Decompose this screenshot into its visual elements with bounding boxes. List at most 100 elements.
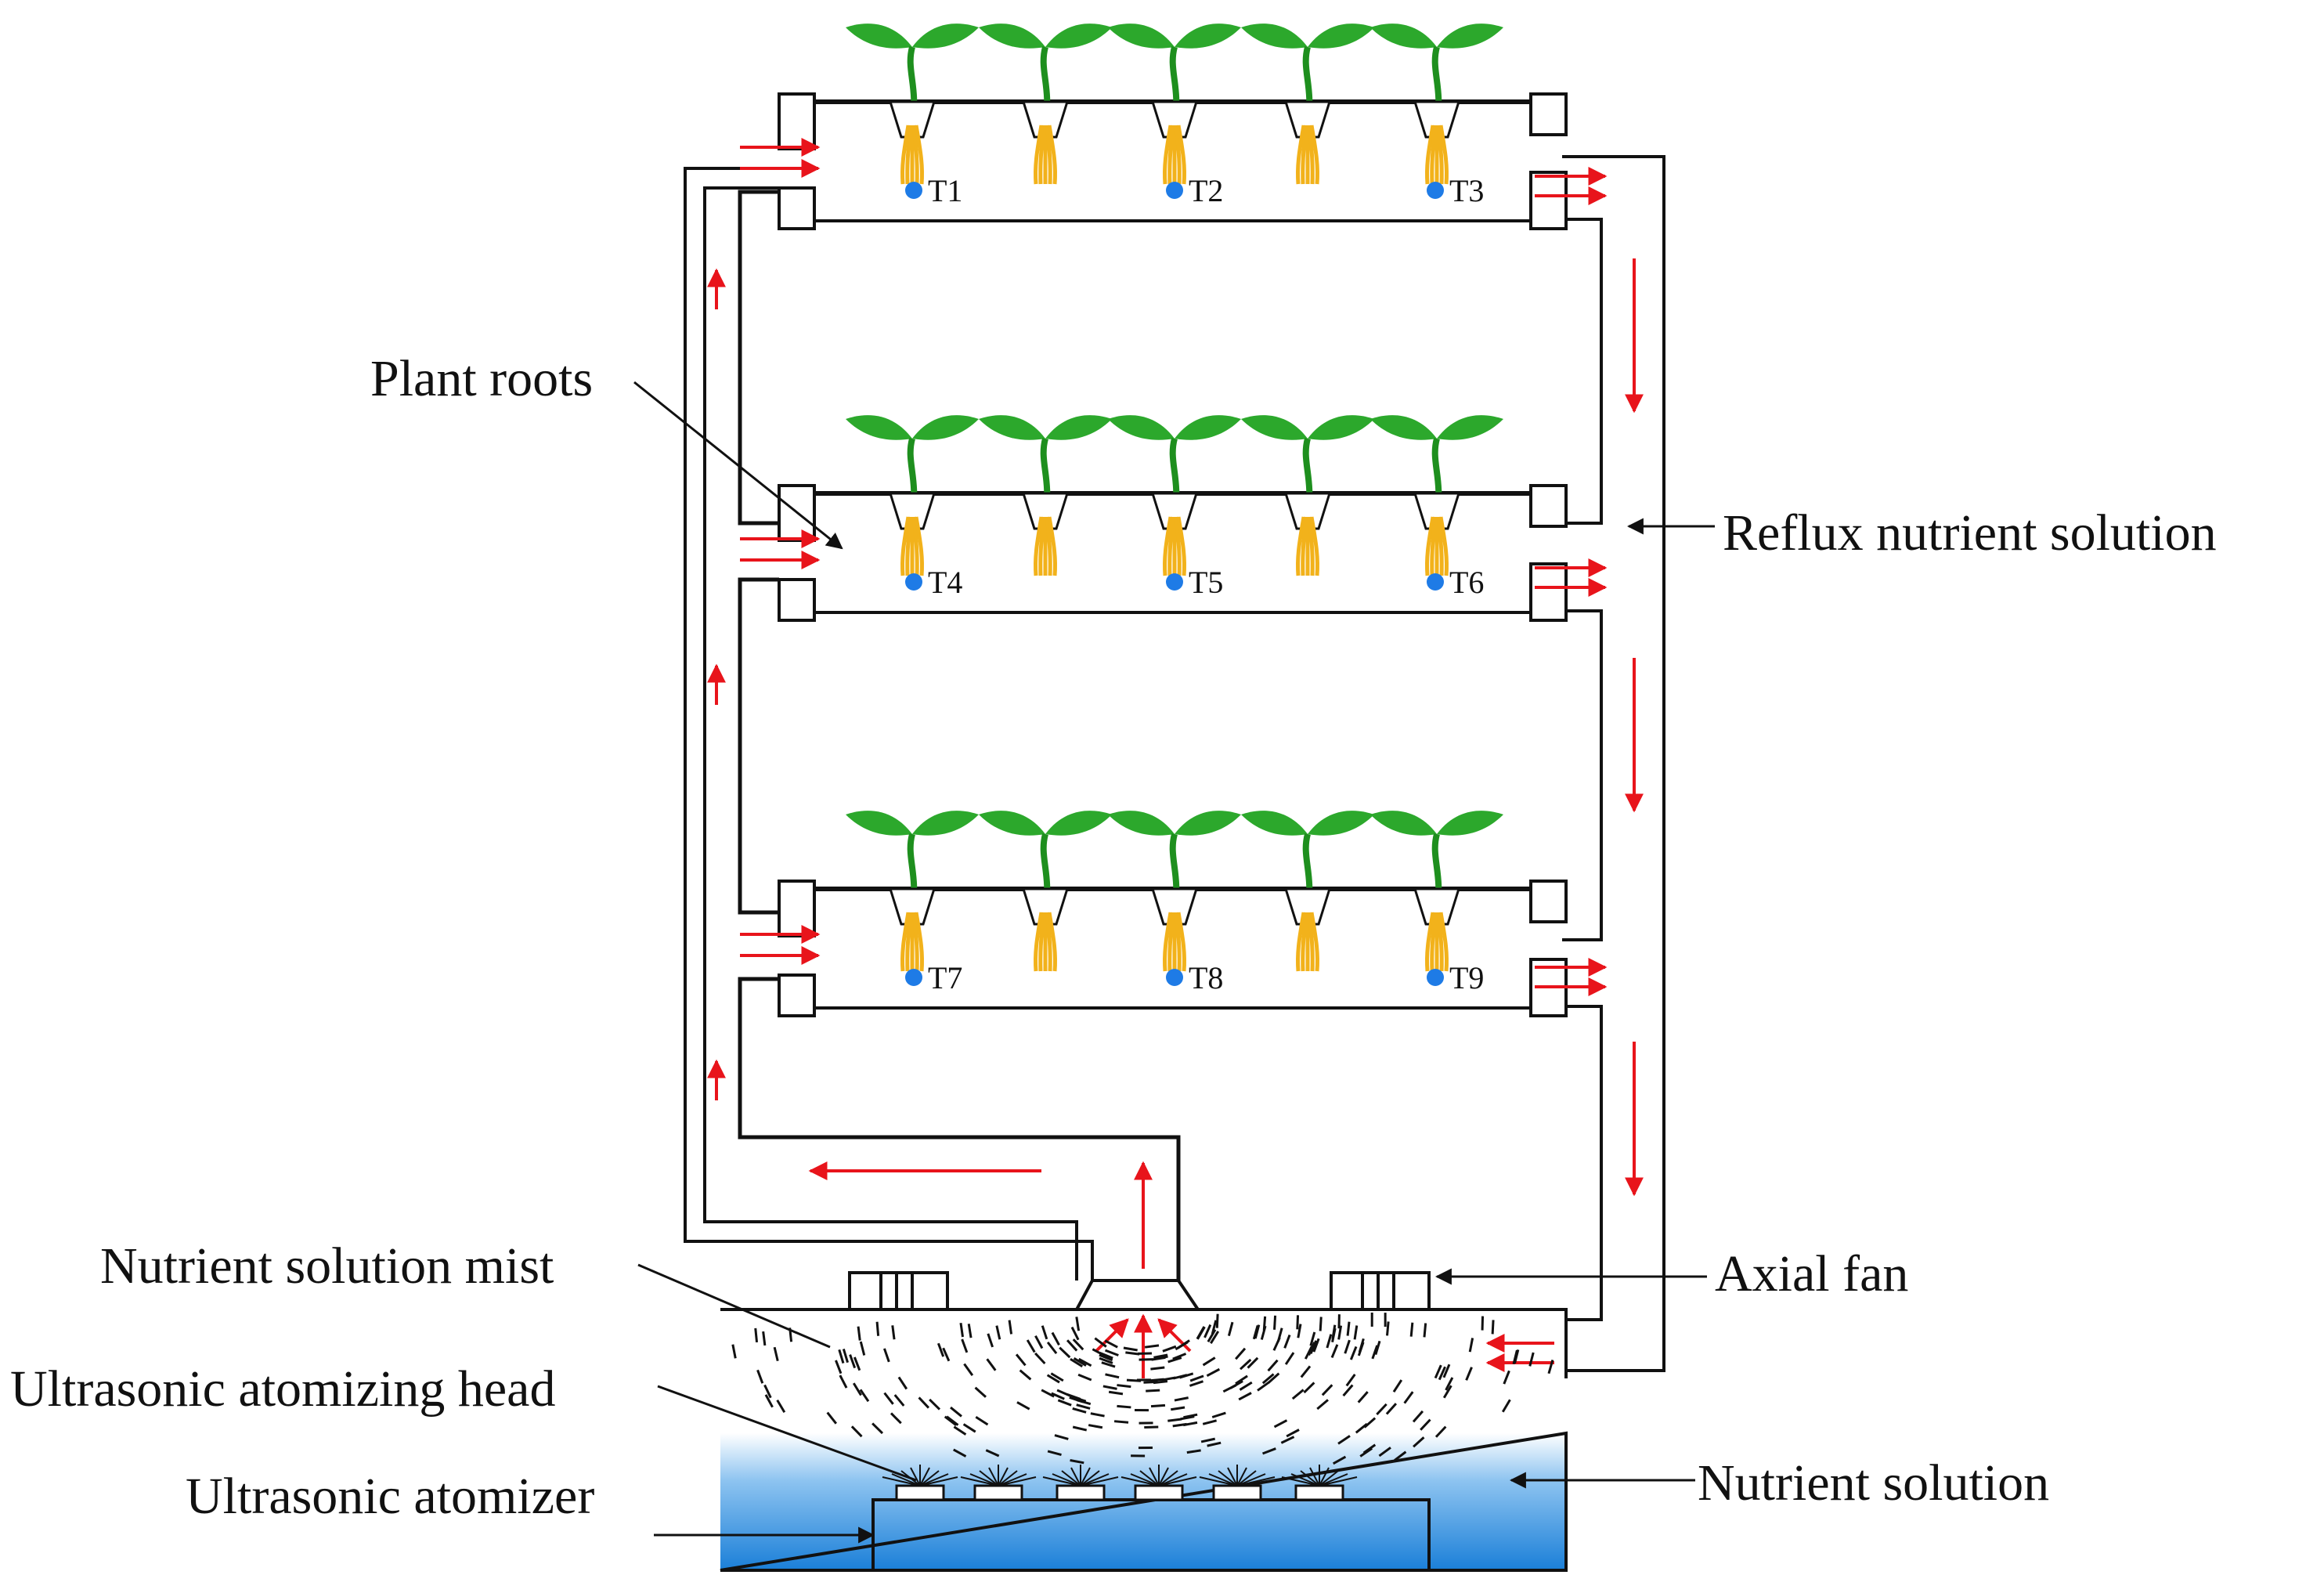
mist-particle: [1190, 1376, 1204, 1381]
mist-particle: [1124, 1348, 1138, 1350]
mist-particle: [1125, 1353, 1139, 1354]
mist-particle: [1048, 1342, 1056, 1353]
mist-particle: [840, 1375, 846, 1388]
mist-particle: [976, 1417, 987, 1425]
sensor-label: T4: [928, 565, 962, 600]
sensor-label: T3: [1449, 173, 1484, 208]
mist-particle: [1150, 1379, 1164, 1381]
mist-particle: [1059, 1348, 1070, 1357]
mist-particle: [1150, 1367, 1164, 1369]
mist-particle: [1345, 1340, 1350, 1353]
mist-particle: [1467, 1367, 1472, 1381]
mist-particle: [756, 1328, 757, 1342]
plants-group: [846, 23, 1503, 971]
mist-particle: [1293, 1390, 1304, 1399]
mist-particle: [891, 1413, 901, 1423]
mist-particle: [1035, 1336, 1042, 1349]
mist-particle: [1327, 1335, 1331, 1348]
mist-particle: [1248, 1358, 1258, 1368]
mist-particle: [1151, 1405, 1165, 1406]
label-ultrasonic-atomizer: Ultrasonic atomizer: [186, 1468, 594, 1525]
mist-particle: [1504, 1371, 1510, 1384]
mist-particle: [1077, 1317, 1079, 1331]
mist-particle: [919, 1397, 929, 1407]
mist-particle: [1189, 1382, 1203, 1386]
flow-arrow-icon: [1096, 1320, 1128, 1351]
sensor-label: T9: [1449, 960, 1484, 995]
mist-particle: [854, 1357, 859, 1371]
mist-particle: [853, 1383, 861, 1395]
mist-particle: [1365, 1418, 1376, 1428]
mist-particle: [1052, 1333, 1059, 1346]
mist-particle: [1359, 1392, 1368, 1403]
mist-particle: [1197, 1327, 1204, 1339]
mist-particle: [1117, 1385, 1131, 1387]
mist-particle: [1470, 1338, 1472, 1352]
mist-particle: [1387, 1321, 1388, 1335]
mist-particle: [1305, 1382, 1315, 1393]
mist-particle: [1268, 1360, 1278, 1371]
mist-particle: [997, 1326, 1000, 1340]
mist-particle: [1073, 1427, 1087, 1430]
mist-particle: [1323, 1385, 1332, 1395]
mist-particle: [1394, 1380, 1402, 1392]
mist-particle: [1117, 1406, 1131, 1407]
mist-particle: [976, 1388, 986, 1397]
sensor-label: T6: [1449, 565, 1484, 600]
axial-fan-icon: [1331, 1273, 1429, 1309]
mist-particle: [1183, 1414, 1197, 1417]
mist-particle: [1348, 1322, 1349, 1336]
mist-particle: [1109, 1392, 1123, 1394]
mist-particle: [877, 1322, 879, 1336]
mist-particle: [763, 1331, 765, 1346]
mist-particle: [929, 1400, 940, 1410]
mist-particle: [1058, 1400, 1071, 1405]
mist-particle: [1212, 1413, 1225, 1417]
mist-particle: [987, 1359, 996, 1370]
mist-particle: [1492, 1320, 1493, 1334]
mist-particle: [858, 1327, 860, 1341]
mist-particle: [1146, 1390, 1160, 1391]
mist-outlet-funnel: [1077, 1281, 1198, 1309]
mist-particle: [1163, 1346, 1176, 1351]
mist-particle: [1275, 1316, 1276, 1330]
mist-particle: [872, 1423, 882, 1433]
sensor-label: T2: [1189, 173, 1223, 208]
mist-particle: [944, 1348, 949, 1360]
mist-particle: [988, 1334, 993, 1347]
mist-particle: [733, 1345, 735, 1359]
mist-particle: [835, 1360, 841, 1374]
label-plant-roots: Plant roots: [370, 350, 593, 407]
mist-particle: [843, 1349, 847, 1362]
mist-particle: [839, 1349, 843, 1363]
mist-particle: [1344, 1385, 1353, 1396]
branch-duct: [740, 192, 1178, 1281]
mist-particle: [1275, 1421, 1287, 1427]
mist-particle: [1057, 1390, 1070, 1396]
mist-particle: [1286, 1353, 1294, 1364]
mist-particle: [895, 1395, 904, 1406]
mist-particle: [1016, 1354, 1025, 1365]
mist-particle: [1088, 1425, 1102, 1428]
mist-particle: [1153, 1382, 1167, 1383]
mist-particle: [961, 1323, 963, 1337]
mist-particle: [1167, 1419, 1182, 1421]
label-ultrasonic-atomizing-head: Ultrasonic atomizing head: [10, 1360, 555, 1418]
mist-particle: [1332, 1345, 1337, 1358]
mist-particle: [1073, 1408, 1086, 1412]
mist-particle: [1413, 1411, 1423, 1422]
mist-particle: [1091, 1414, 1105, 1416]
mist-particle: [1444, 1364, 1449, 1378]
mist-particle: [884, 1349, 889, 1362]
mist-particle: [1301, 1366, 1310, 1377]
mist-particle: [1229, 1322, 1232, 1335]
mist-particle: [951, 1407, 962, 1416]
mist-particle: [893, 1325, 894, 1339]
sensor-label: T7: [928, 960, 962, 995]
mist-particle: [1503, 1400, 1510, 1411]
mist-particle: [1145, 1346, 1159, 1347]
mist-particle: [1102, 1363, 1115, 1367]
mist-particle: [1204, 1324, 1210, 1337]
